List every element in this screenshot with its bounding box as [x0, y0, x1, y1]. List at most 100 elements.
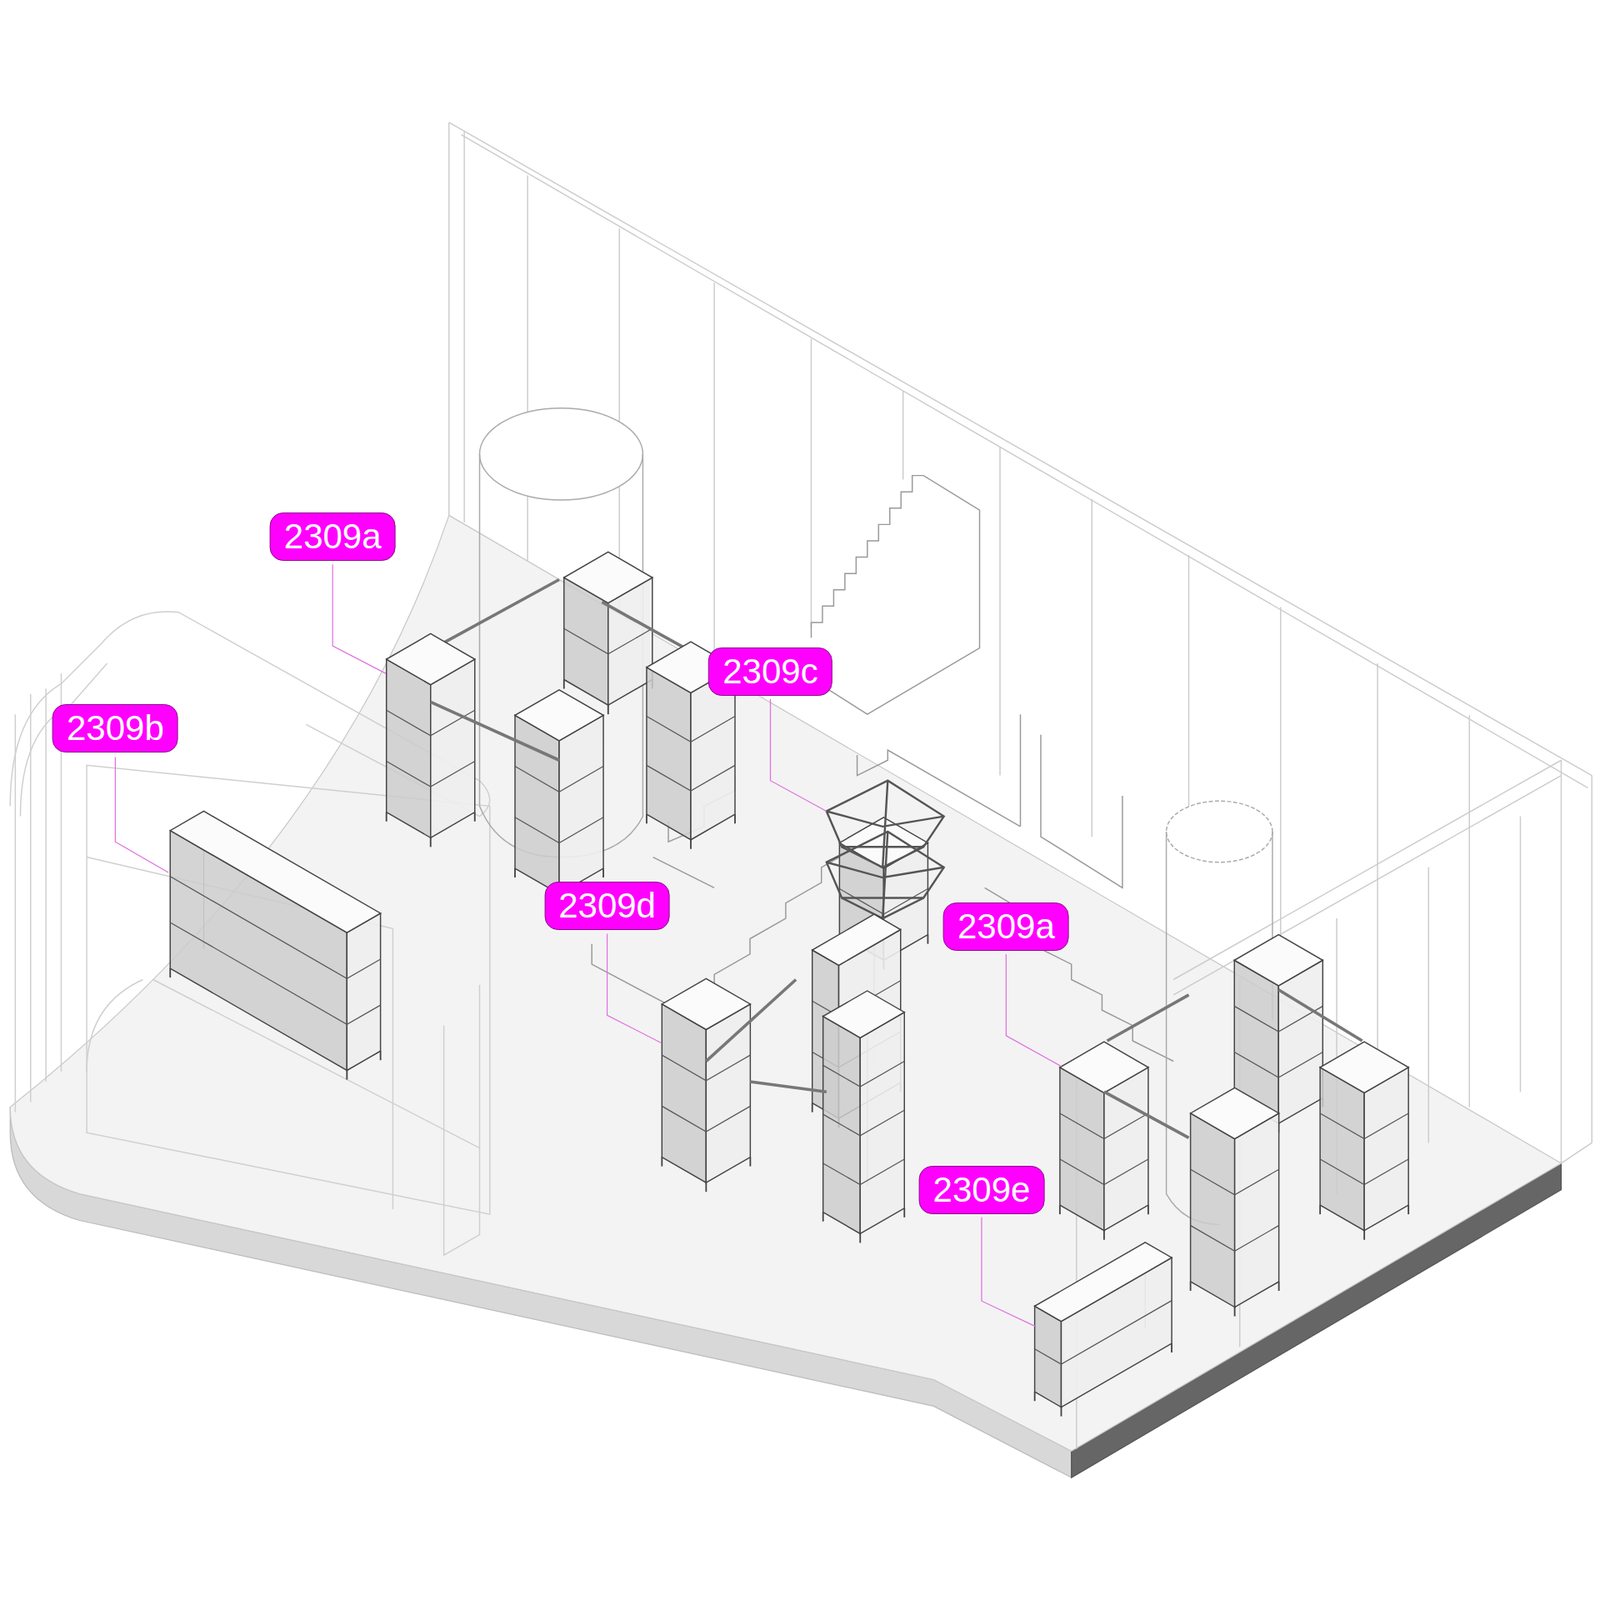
wall-line [448, 122, 450, 515]
shelf-face [1235, 1113, 1280, 1308]
leader-line [1005, 954, 1061, 1067]
callout-number: 2309d [544, 881, 670, 930]
shelf-leg [705, 1182, 707, 1192]
wall-line [1590, 775, 1592, 1144]
leader-line [770, 699, 826, 812]
shelf-divider [515, 766, 604, 793]
shelf-leg [734, 814, 736, 824]
shelf-leg [1234, 1307, 1236, 1317]
mullion [810, 339, 812, 629]
shelf-divider [170, 876, 380, 979]
shelf-leg [660, 1157, 663, 1167]
shelf-face [661, 1004, 706, 1183]
callout-number: 2309e [919, 1165, 1045, 1215]
shelf-top [823, 990, 905, 1038]
mullion [1090, 499, 1092, 837]
shelf-leg [563, 680, 565, 690]
leader-line [332, 564, 386, 674]
shelf-top [812, 914, 901, 965]
shelf-leg [1147, 1205, 1150, 1215]
shelf-face [430, 659, 475, 838]
shelf-face [1060, 1067, 1105, 1231]
shelf-top [386, 633, 475, 685]
shelf-leg [602, 868, 605, 878]
leader-line [115, 757, 169, 873]
shelf-face [386, 659, 431, 838]
mullion [526, 175, 528, 562]
shelf-leg [380, 1050, 382, 1060]
shelf-divider [661, 1055, 750, 1081]
shelf-top [170, 810, 380, 933]
shelf-unit [386, 633, 475, 847]
shelf-face [1190, 1113, 1235, 1308]
shelf-leg [859, 1233, 861, 1243]
leader-line [607, 933, 662, 1043]
counter [10, 611, 490, 1255]
shelf-unit [170, 810, 380, 1080]
floor-slab [10, 515, 1561, 1478]
hanging-rail [1107, 995, 1190, 1041]
shelf-face [1320, 1067, 1365, 1231]
shelf-divider [823, 1110, 905, 1136]
shelf-leg [1407, 1205, 1410, 1215]
shelf-face [1278, 960, 1323, 1124]
floor [10, 515, 1561, 1451]
callout-number: 2309c [708, 647, 832, 696]
shelf-unit [1320, 1041, 1409, 1240]
shelf-face [559, 715, 604, 894]
shelf-divider [515, 817, 604, 844]
shelf-divider [1060, 1113, 1149, 1140]
wall-line [460, 135, 1588, 789]
shelf-face [1104, 1067, 1149, 1231]
mullion [999, 446, 1000, 775]
shelf-leg [345, 1070, 348, 1080]
shelf-unit [823, 990, 905, 1243]
callout-number: 2309a [270, 512, 396, 561]
display-frame [826, 780, 945, 919]
shelf-leg [607, 705, 610, 715]
wall-line [1560, 1142, 1592, 1163]
shelf-leg [645, 814, 648, 824]
frame-ring [826, 831, 945, 919]
mullion [713, 282, 715, 664]
shelf-top [661, 978, 750, 1030]
shelf-divider [386, 760, 475, 787]
shelf-unit [661, 978, 750, 1192]
hanging-rail [1278, 990, 1362, 1041]
shelf-top [1320, 1041, 1409, 1093]
mullion [902, 390, 904, 480]
column-top [480, 408, 644, 500]
mullion [1188, 555, 1190, 816]
shelf-divider [1320, 1159, 1409, 1185]
shelf-divider [1035, 1300, 1172, 1365]
glass-wall [449, 122, 1592, 1450]
shelf-divider [646, 716, 735, 743]
hanging-rail [705, 980, 796, 1062]
mullion [1280, 607, 1281, 950]
shelf-divider [823, 1060, 905, 1087]
shelf-leg [385, 812, 388, 822]
callout-number: 2309b [52, 704, 179, 753]
door [444, 985, 480, 1255]
wall-line [463, 130, 465, 523]
shelf-leg [169, 968, 171, 978]
shelf-face [646, 667, 691, 840]
shelf-unit [1035, 1242, 1172, 1417]
shelf-divider [1060, 1159, 1149, 1185]
shelf-leg [1103, 1230, 1105, 1240]
shelf-divider [386, 710, 475, 736]
shelf-top [1060, 1041, 1149, 1093]
wall-line [449, 122, 1592, 776]
shelf-leg [903, 1208, 905, 1218]
shelving-units [170, 551, 1409, 1416]
shelf-leg [822, 1212, 825, 1222]
shelf-leg [1059, 1205, 1061, 1215]
shelf-leg [1278, 1281, 1280, 1291]
hanging-rail [750, 1081, 827, 1092]
shelf-face [705, 1004, 750, 1183]
hanging-rail [430, 701, 560, 760]
shelf-unit [564, 551, 653, 715]
mullion [1376, 663, 1378, 1062]
shelf-divider [646, 765, 735, 791]
